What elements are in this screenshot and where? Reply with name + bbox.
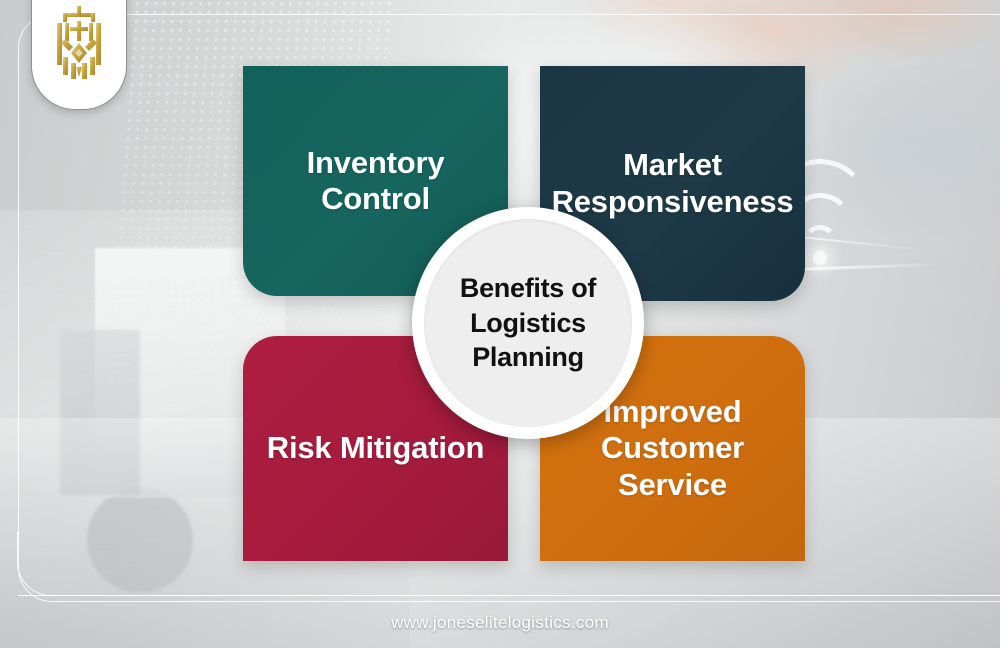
brand-logo-badge	[31, 0, 127, 110]
website-url: www.joneselitelogistics.com	[391, 613, 609, 632]
footer-divider	[17, 531, 1000, 596]
background-truck-cab-secondary	[60, 330, 140, 495]
benefit-card-label: Risk Mitigation	[266, 430, 485, 466]
wifi-signal-icon	[760, 159, 880, 265]
center-hub-circle: Benefits of Logistics Planning	[412, 207, 644, 439]
jones-elite-logistics-crest-icon	[57, 6, 101, 79]
infographic-title: Benefits of Logistics Planning	[459, 273, 597, 373]
benefit-card-market-responsiveness[interactable]: Market Responsiveness	[540, 66, 805, 301]
benefit-card-label: Market Responsiveness	[551, 147, 794, 219]
benefit-card-label: Improved Customer Service	[600, 394, 745, 502]
benefit-card-label: Inventory Control	[306, 144, 445, 216]
center-hub-inner: Benefits of Logistics Planning	[424, 219, 632, 427]
